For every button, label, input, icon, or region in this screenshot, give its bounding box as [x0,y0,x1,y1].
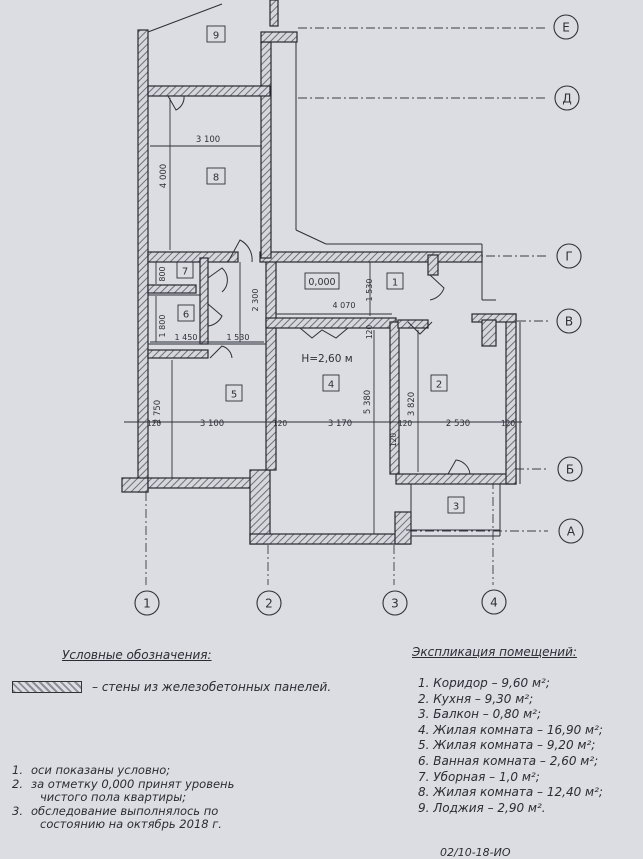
walls [121,0,517,545]
axis-label-d: Д [562,92,571,106]
explication-item: 5. Жилая комната – 9,20 м²; [418,738,596,753]
axis-marker-2: 2 [256,590,282,616]
dim-1530-right: 1 530 [365,279,374,302]
note-line: чистого пола квартиры; [40,790,187,804]
axis-marker-d: Д [554,85,580,111]
explication-item: 3. Балкон – 0,80 м²; [418,707,542,722]
explication-item: 1. Коридор – 9,60 м²; [418,676,550,690]
axis-label-a: А [567,525,576,539]
level-mark-text: 0,000 [308,277,335,288]
axis-marker-3: 3 [382,590,408,616]
axis-markers: Е Д Г В Б А 1 2 3 4 [134,14,584,616]
room-label-6: 6 [177,304,195,322]
axis-label-2: 2 [265,597,273,611]
legend-walls-text: – стены из железобетонных панелей. [92,680,332,694]
dim-120-d: 120 [389,433,398,448]
axis-label-b: Б [566,463,574,477]
thin-lines [147,3,521,537]
ceiling-height-label: H=2,60 м [301,353,352,365]
room-label-8: 8 [206,167,226,185]
axis-marker-b: Б [557,456,583,482]
room-label-9: 9 [206,25,226,43]
svg-text:8: 8 [213,173,219,184]
dim-800: 800 [158,266,167,281]
axis-marker-g: Г [556,243,582,269]
room-label-1: 1 [386,272,404,290]
dim-5380: 5 380 [363,390,373,414]
legend-row: – стены из железобетонных панелей. [12,680,331,694]
axis-marker-4: 4 [481,589,507,615]
dimension-lines [124,98,522,534]
note-line: 2.за отметку 0,000 принят уровень [12,776,235,791]
dim-3100-top: 3 100 [196,135,220,145]
explication-item: 9. Лоджия – 2,90 м². [418,800,546,815]
dim-1530-left: 1 530 [227,333,250,342]
axis-label-1: 1 [143,597,151,611]
svg-text:9: 9 [213,31,219,42]
dimension-labels: 3 100 4 000 800 1 800 1 450 1 530 2 300 … [147,135,516,447]
room-label-2: 2 [430,374,448,392]
svg-text:7: 7 [182,267,188,278]
dim-2530: 2 530 [446,419,470,429]
note-line: 3.обследование выполнялось по [12,803,219,818]
axis-label-e: Е [562,21,570,35]
room-label-4: 4 [322,374,340,392]
legend-title: Условные обозначения: [62,648,212,662]
room-label-5: 5 [225,384,243,402]
axis-marker-v: В [556,308,582,334]
dim-1800: 1 800 [158,315,167,338]
svg-text:1: 1 [392,278,398,289]
wall-hatch-swatch [12,681,82,693]
axis-label-g: Г [565,250,572,264]
note-line: 1.оси показаны условно; [12,763,171,777]
dim-4000: 4 000 [159,164,169,188]
axis-marker-1: 1 [134,590,160,616]
svg-text:3: 3 [453,502,459,513]
explication-item: 4. Жилая комната – 16,90 м²; [418,722,603,737]
room-label-7: 7 [176,261,194,279]
dim-2300: 2 300 [251,289,260,312]
svg-text:6: 6 [183,310,189,321]
dim-3170: 3 170 [328,419,352,429]
dim-120-f: 120 [365,325,374,340]
svg-text:5: 5 [231,390,237,401]
explication-item: 8. Жилая комната – 12,40 м²; [418,785,603,800]
dim-4070: 4 070 [333,301,356,310]
dim-3820: 3 820 [407,392,417,416]
explication-item: 7. Уборная – 1,0 м²; [418,769,540,784]
dim-3100-bottom: 3 100 [200,419,224,429]
dim-2750: 2 750 [153,400,163,424]
floor-plan: Е Д Г В Б А 1 2 3 4 [121,0,584,616]
axis-marker-e: Е [553,14,579,40]
axis-label-4: 4 [490,596,498,610]
svg-text:4: 4 [328,380,334,391]
level-mark: 0,000 [304,272,340,290]
axis-marker-a: А [558,518,584,544]
dim-120-c: 120 [398,419,413,428]
dim-120-b: 120 [273,419,288,428]
svg-text:2: 2 [436,380,442,391]
explication-item: 6. Ванная комната – 2,60 м²; [418,753,599,768]
door-swings [167,95,471,475]
notes-list: 1.оси показаны условно; 2.за отметку 0,0… [12,763,235,832]
axis-label-3: 3 [391,597,399,611]
explication-item: 2. Кухня – 9,30 м²; [418,691,534,706]
dim-120-a: 120 [147,419,162,428]
axis-label-v: В [565,315,573,329]
explication-title: Экспликация помещений: [412,645,577,659]
explication-list: 1. Коридор – 9,60 м²; 2. Кухня – 9,30 м²… [418,676,603,816]
note-line: состоянию на октябрь 2018 г. [40,817,222,831]
drawing-stamp: 02/10-18-ИО [440,846,511,859]
dim-120-e: 120 [501,419,516,428]
dim-1450: 1 450 [175,333,198,342]
room-labels: 9 8 7 6 1 4 5 2 3 [176,25,465,514]
room-label-3: 3 [447,496,465,514]
